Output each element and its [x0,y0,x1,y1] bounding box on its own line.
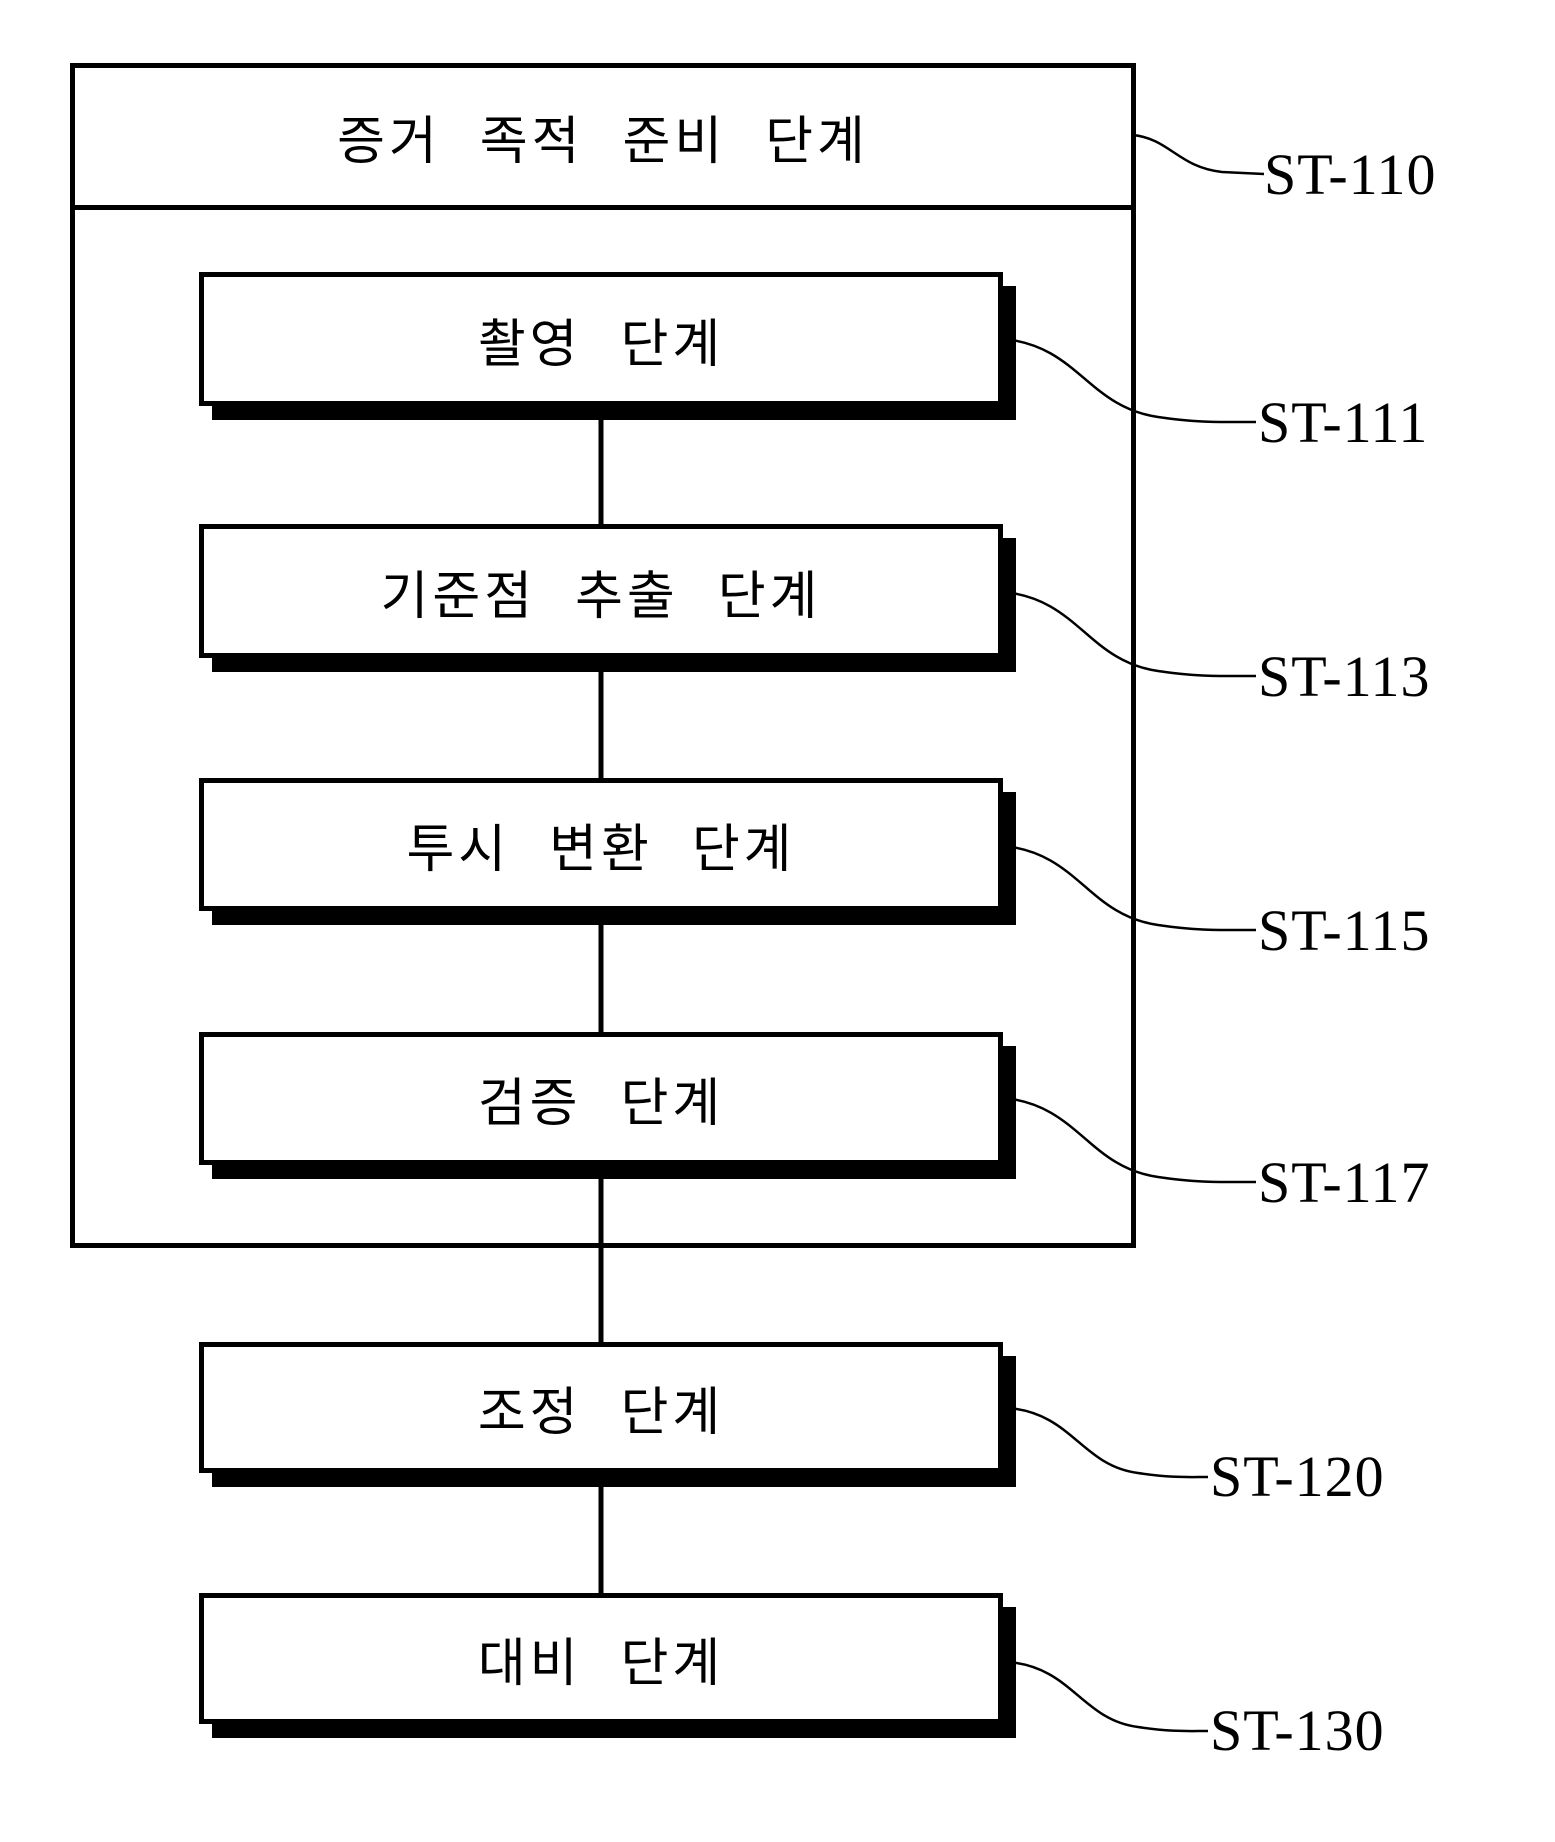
ref-label-st-115: ST-115 [1258,898,1431,963]
step-label: 기준점 추출 단계 [380,568,822,626]
step-box-perspective-transformation: 투시 변환 단계 [199,778,1003,911]
step-label: 조정 단계 [477,1385,725,1442]
ref-label-st-111: ST-111 [1258,390,1429,455]
step-label: 투시 변환 단계 [406,822,796,879]
step-box-verification: 검증 단계 [199,1032,1003,1165]
ref-label-st-113: ST-113 [1258,644,1431,709]
step-box-photographing: 촬영 단계 [199,272,1003,406]
leader-line-st-115 [1003,844,1257,932]
leader-line-st-113 [1003,590,1257,678]
leader-line-st-110 [1132,133,1265,176]
leader-line-st-111 [1003,337,1257,424]
step-label: 검증 단계 [477,1076,725,1133]
ref-label-st-120: ST-120 [1210,1444,1385,1509]
step-box-reference-point-extraction: 기준점 추출 단계 [199,524,1003,658]
leader-line-st-130 [1007,1660,1209,1733]
group-title: 증거 족적 준비 단계 [75,68,1131,210]
leader-line-st-117 [1003,1096,1257,1184]
step-label: 대비 단계 [477,1636,725,1693]
ref-label-st-110: ST-110 [1264,142,1437,207]
step-label: 촬영 단계 [477,316,725,374]
ref-label-st-117: ST-117 [1258,1150,1431,1215]
leader-line-st-120 [1007,1406,1209,1479]
ref-label-st-130: ST-130 [1210,1698,1385,1763]
step-box-comparison: 대비 단계 [199,1593,1003,1724]
step-box-adjustment: 조정 단계 [199,1342,1003,1473]
